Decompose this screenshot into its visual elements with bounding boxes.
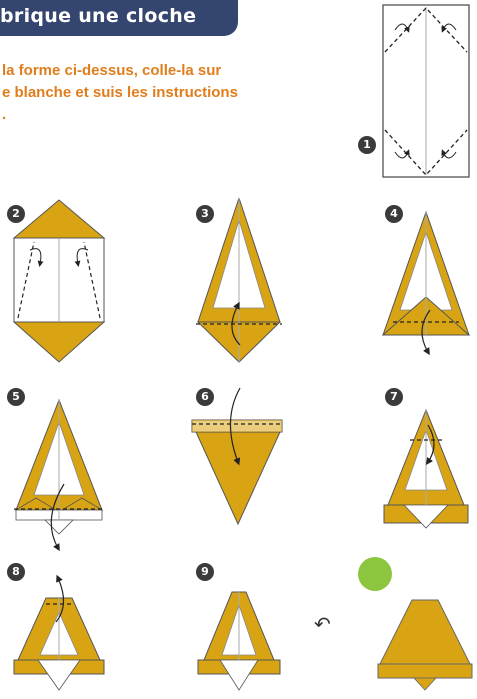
step-9-diagram [198,592,280,690]
step-7-diagram [384,410,468,528]
step-badge-3: 3 [196,205,214,223]
flip-over-icon: ↶ [314,612,331,636]
done-check-badge [358,557,392,591]
step-5-diagram [14,400,104,548]
step-badge-1: 1 [358,136,376,154]
step-2-diagram [14,200,104,362]
step-badge-6: 6 [196,388,214,406]
step-8-diagram [14,578,104,690]
step-4-diagram [383,212,469,352]
step-badge-8: 8 [7,563,25,581]
finished-bell-diagram [378,600,472,690]
step-badge-2: 2 [7,205,25,223]
step-3-diagram [196,198,282,362]
step-badge-5: 5 [7,388,25,406]
step-6-diagram [192,388,282,524]
step-badge-7: 7 [385,388,403,406]
step-badge-4: 4 [385,205,403,223]
step-1-diagram [383,5,469,177]
step-badge-9: 9 [196,563,214,581]
